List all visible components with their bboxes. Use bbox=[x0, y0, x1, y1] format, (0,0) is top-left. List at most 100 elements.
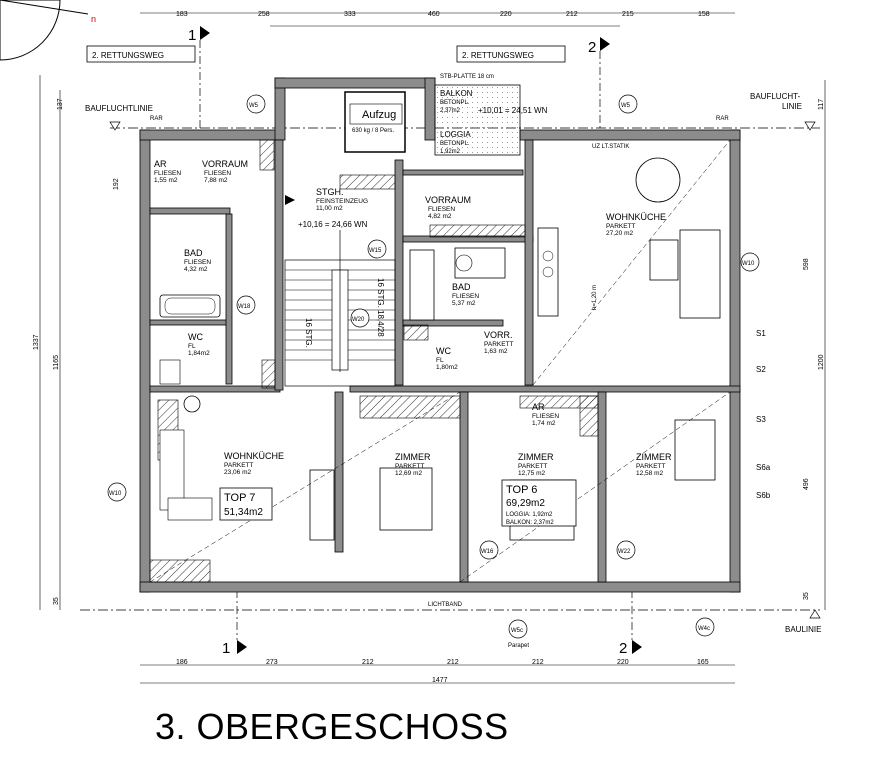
svg-text:W10: W10 bbox=[742, 261, 755, 267]
svg-text:W4c: W4c bbox=[698, 626, 710, 632]
level-stair: +10,16 = 24,66 WN bbox=[298, 220, 368, 229]
window-w5c: W5c bbox=[508, 619, 528, 639]
svg-text:212: 212 bbox=[532, 659, 544, 666]
svg-text:5,37 m2: 5,37 m2 bbox=[452, 300, 476, 307]
svg-text:2. RETTUNGSWEG: 2. RETTUNGSWEG bbox=[462, 51, 534, 60]
dim-top-4: 220 bbox=[500, 11, 512, 18]
svg-text:BALKON: 2,37m2: BALKON: 2,37m2 bbox=[506, 520, 554, 526]
balcony-loggia: BALKON BETONPL. 2,37m2 LOGGIA BETONPL. 1… bbox=[434, 74, 548, 156]
fixtures bbox=[159, 157, 721, 541]
dim-top-7: 158 bbox=[698, 11, 710, 18]
svg-text:496: 496 bbox=[803, 478, 810, 490]
svg-text:1,84m2: 1,84m2 bbox=[188, 350, 210, 357]
svg-text:W22: W22 bbox=[618, 549, 631, 555]
total-dimension: 1477 bbox=[432, 677, 448, 684]
svg-text:2: 2 bbox=[588, 39, 596, 56]
svg-text:1,80m2: 1,80m2 bbox=[436, 364, 458, 371]
svg-text:BAD: BAD bbox=[452, 282, 471, 292]
svg-text:FL: FL bbox=[188, 343, 196, 350]
svg-text:AR: AR bbox=[154, 159, 167, 169]
svg-text:192: 192 bbox=[113, 178, 120, 190]
svg-text:W5: W5 bbox=[621, 103, 631, 109]
svg-text:LOGGIA: LOGGIA bbox=[440, 130, 471, 139]
level-upper: +10,01 = 24,51 WN bbox=[478, 106, 548, 115]
building-line-bottom: BAULINIE bbox=[80, 609, 821, 634]
svg-text:S3: S3 bbox=[756, 415, 766, 424]
window-w18: W18 bbox=[236, 295, 256, 315]
section-mark-1-top: 1 bbox=[188, 26, 210, 130]
svg-text:S1: S1 bbox=[756, 329, 766, 338]
svg-text:212: 212 bbox=[362, 659, 374, 666]
window-w4c: W4c bbox=[695, 617, 715, 637]
svg-text:FL: FL bbox=[436, 357, 444, 364]
svg-text:186: 186 bbox=[176, 659, 188, 666]
svg-text:LINIE: LINIE bbox=[782, 102, 802, 111]
svg-text:27,20 m2: 27,20 m2 bbox=[606, 230, 633, 237]
bottom-dimension-chain: 186 273 212 212 212 220 165 1477 bbox=[140, 659, 735, 684]
svg-text:WC: WC bbox=[188, 332, 203, 342]
section-mark-2-bottom: 2 bbox=[619, 590, 642, 657]
svg-text:LICHTBAND: LICHTBAND bbox=[428, 602, 463, 608]
svg-text:WC: WC bbox=[436, 346, 451, 356]
svg-text:FLIESEN: FLIESEN bbox=[532, 413, 559, 420]
parapet-label: Parapet bbox=[508, 643, 529, 649]
svg-text:1,92m2: 1,92m2 bbox=[440, 149, 461, 155]
section-mark-2-top: 2 bbox=[588, 37, 610, 130]
north-label: n bbox=[91, 14, 96, 24]
svg-text:1,63 m2: 1,63 m2 bbox=[484, 348, 508, 355]
north-arrow: n bbox=[0, 0, 96, 61]
svg-text:220: 220 bbox=[617, 659, 629, 666]
top-dimension-chain: 183 258 333 460 220 212 215 158 bbox=[140, 11, 735, 27]
svg-text:117: 117 bbox=[818, 99, 825, 110]
svg-text:STGH.: STGH. bbox=[316, 187, 344, 197]
unit-top6: TOP 6 69,29m2 LOGGIA: 1,92m2 BALKON: 2,3… bbox=[501, 479, 577, 527]
svg-text:TOP 6: TOP 6 bbox=[506, 484, 537, 496]
svg-text:BAUFLUCHT-: BAUFLUCHT- bbox=[750, 92, 801, 101]
svg-text:PARKETT: PARKETT bbox=[224, 462, 254, 469]
exterior-walls bbox=[139, 77, 741, 593]
svg-text:W15: W15 bbox=[369, 248, 382, 254]
elevator-name: Aufzug bbox=[362, 109, 396, 121]
svg-text:BAULINIE: BAULINIE bbox=[785, 625, 821, 634]
section-mark-1-bottom: 1 bbox=[222, 590, 247, 657]
svg-text:51,34m2: 51,34m2 bbox=[224, 507, 263, 518]
svg-text:S6b: S6b bbox=[756, 491, 771, 500]
svg-text:1,74 m2: 1,74 m2 bbox=[532, 420, 556, 427]
svg-text:137: 137 bbox=[57, 98, 64, 110]
svg-text:1165: 1165 bbox=[53, 355, 60, 370]
elevator: Aufzug 630 kg / 8 Pers. bbox=[344, 91, 406, 153]
svg-text:PARKETT: PARKETT bbox=[395, 463, 425, 470]
svg-text:ZIMMER: ZIMMER bbox=[636, 452, 672, 462]
window-w10-right: W10 bbox=[740, 252, 760, 272]
svg-text:2,37m2: 2,37m2 bbox=[440, 108, 461, 114]
svg-text:h=1,20 m: h=1,20 m bbox=[592, 285, 598, 310]
svg-text:4,82 m2: 4,82 m2 bbox=[428, 213, 452, 220]
svg-text:FLIESEN: FLIESEN bbox=[452, 293, 479, 300]
svg-text:S6a: S6a bbox=[756, 463, 771, 472]
diagonal-lines bbox=[149, 139, 731, 583]
svg-text:1,55 m2: 1,55 m2 bbox=[154, 177, 178, 184]
svg-text:2. RETTUNGSWEG: 2. RETTUNGSWEG bbox=[92, 51, 164, 60]
staircase: 16 STG. 16 STG. 18,4/28 +10,16 = 24,66 W… bbox=[284, 195, 396, 387]
elevator-spec: 630 kg / 8 Pers. bbox=[352, 128, 394, 134]
svg-text:1: 1 bbox=[222, 640, 230, 657]
svg-text:23,06 m2: 23,06 m2 bbox=[224, 469, 251, 476]
shafts-hatched bbox=[149, 139, 599, 583]
window-w20: W20 bbox=[350, 308, 370, 328]
svg-text:TOP 7: TOP 7 bbox=[224, 492, 255, 504]
svg-text:12,69 m2: 12,69 m2 bbox=[395, 470, 422, 477]
svg-text:11,00 m2: 11,00 m2 bbox=[316, 205, 343, 212]
dim-top-6: 215 bbox=[622, 11, 634, 18]
svg-text:BETONPL.: BETONPL. bbox=[440, 141, 470, 147]
svg-text:WOHNKÜCHE: WOHNKÜCHE bbox=[224, 451, 284, 461]
svg-text:FLIESEN: FLIESEN bbox=[428, 206, 455, 213]
